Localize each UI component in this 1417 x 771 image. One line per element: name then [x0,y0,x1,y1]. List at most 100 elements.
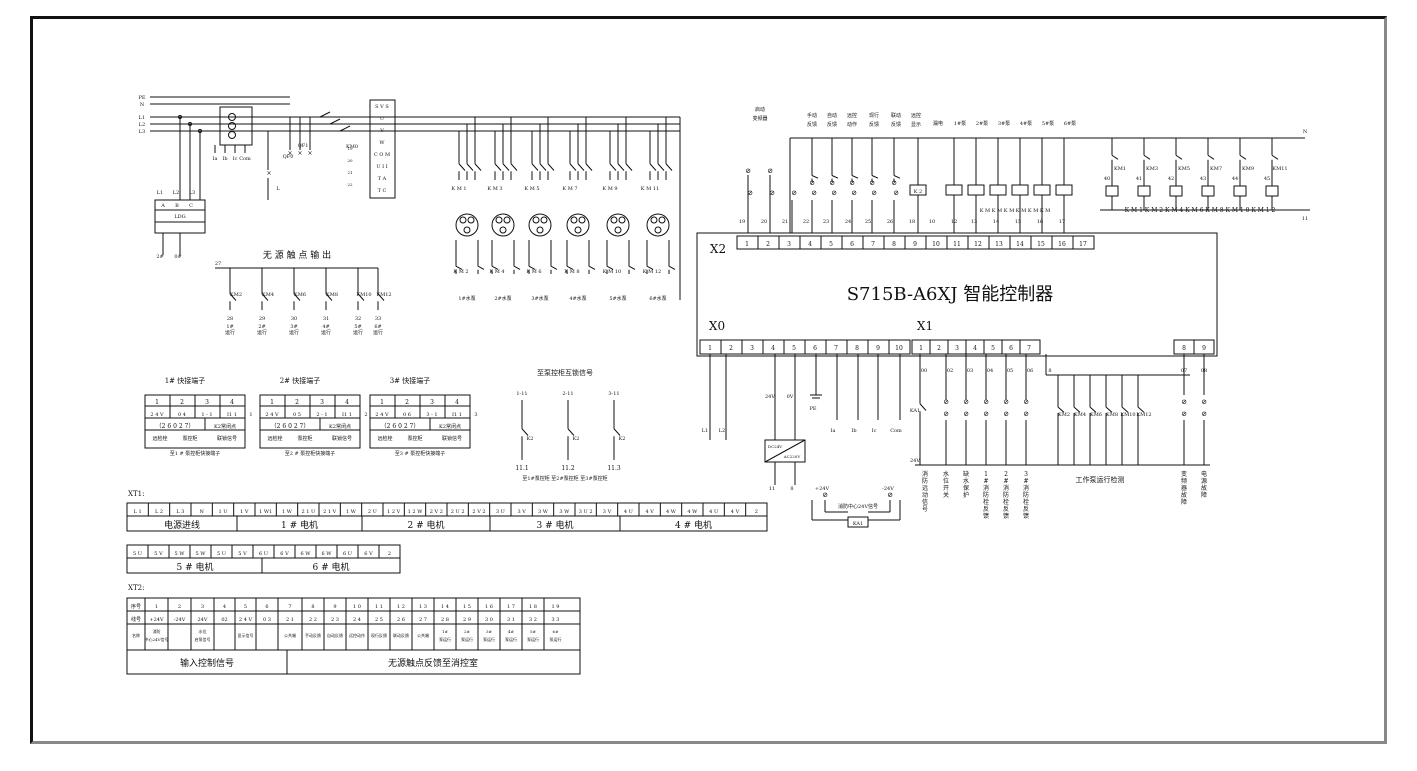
co-wire-0: 28 [227,316,233,322]
x0-11: 11 [769,486,775,492]
x1-vlabel-3: 馈 [983,512,989,520]
x1-vlabel-6: 频 [1181,477,1187,485]
top-label-b2: 反馈 [807,121,817,128]
ldg-label: LDG [174,214,185,220]
top-wire-11: 13 [971,219,977,225]
label: ⊘ [745,167,751,175]
top-wire-13: 15 [1015,219,1021,225]
xt1-cell-14: 2 V 2 [430,509,443,515]
xt2-r1-17: 3 1 [507,617,515,623]
quick-r-0-0: 2 4 V [150,412,164,418]
xt2-r1-1: +24V [149,617,164,623]
label: ⊘ [831,189,837,197]
co-km-4: KM10 [356,292,371,298]
svs-label-1: U [380,116,384,122]
co-km-0: KM2 [230,292,242,298]
xt2-r1-13: 2 7 [419,617,427,623]
rail-label-3: L2 [139,122,146,128]
xt2-r1-6: 0 3 [263,617,271,623]
xt2-group-0: 输入控制信号 [180,657,234,669]
x1-term-5: 6 [1009,345,1013,352]
x0-8: 8 [790,486,793,492]
label: 22 [347,182,353,187]
co-km-1: KM4 [262,292,274,298]
label: ⊘ [1201,398,1207,406]
xt2-r2-8: 手动反馈 [305,632,321,638]
contact-out-title: 无 源 触 点 输 出 [263,249,331,261]
xt1-cell2-11: 6 V [364,551,373,557]
xt2-r1-14: 2 8 [441,617,449,623]
km-top-num-1: 41 [1136,176,1142,182]
x1-vlabel-0: 动 [922,492,928,499]
x0-term-1: 2 [729,345,733,352]
top-wire-1: 20 [761,219,767,225]
ka1-label: KA1 [853,521,863,527]
km-coil-2 [1169,185,1183,197]
quick-f2-1: 泵控柜 [297,435,312,442]
co-km-3: KM8 [326,292,338,298]
xt1-cell-17: 3 U [496,509,505,515]
x1-vlabel-5: # [1023,478,1028,485]
quick-title-2: 3# 快接端子 [390,376,431,385]
top-label-b: 手动 [807,112,817,119]
top-wire-9: 10 [929,219,935,225]
x0-sig-3: Com [890,428,902,434]
x1-24v: 24V [910,458,920,464]
port-x2: X2 [710,242,726,256]
km-top-num-2: 42 [1168,176,1174,182]
quick-r-2-3: I1 1 [452,412,462,418]
xt1-cell2-3: 5 W [196,551,207,557]
x1-vlabel-7: 障 [1201,491,1207,499]
pump-label-4: 5#水泵 [609,295,626,302]
xt2-r1-19: 3 3 [552,617,560,623]
label: ⊘ [983,398,989,406]
x1-vlabel-1: 开 [943,485,949,492]
top-wire-15: 17 [1059,219,1065,225]
x1-km-4: KM10 [1120,412,1135,418]
svs-label-4: C O M [374,152,390,158]
km-coil-1 [1137,185,1151,197]
top-wire-2: 21 [782,219,788,225]
x2-term-13: 14 [1016,241,1024,248]
xt1-cell-6: 1 W1 [259,509,272,515]
km-top-0: KM1 [1114,166,1126,172]
fb-k-0: K2 [527,436,534,442]
x1-vlabel-0: 信 [922,498,928,506]
xt2-r0-2: 2 [178,604,181,610]
x2-term-11: 12 [974,241,982,248]
x1-vlabel-4: 馈 [1003,512,1009,520]
xt2-r1-5: 2 4 V [239,617,253,623]
top-wire-6: 25 [865,219,871,225]
xt2-r2-1: 消防 [153,628,161,634]
ka1-coil [847,516,869,528]
quick-title-0: 1# 快接端子 [165,376,206,385]
x1-vlabel-3: 消 [983,484,989,492]
xt1-cell-29: 2 [755,509,758,515]
xt1-cell-15: 2 U 2 [451,509,465,515]
x1-vlabel-0: 防 [922,477,928,485]
quick-r-2-0: 2 4 V [375,412,389,418]
quick-h-1-2: 3 [320,399,324,406]
center-signal: 消防中心24V信号 [838,503,878,510]
xt1-cell-7: 1 W [282,509,293,515]
label: ⊘ [1181,410,1187,418]
xt2-table [126,597,581,675]
quick-h-1-1: 2 [295,399,299,406]
label: ⊘ [1003,398,1009,406]
xt2-r1-7: 2 1 [286,617,294,623]
xt2-r2-13: 公共端 [417,632,429,638]
label: L1 [157,190,164,196]
xt2-r0-1: 1 [155,604,158,610]
coil-3 [989,184,1007,196]
label: ⊘ [943,398,949,406]
x1-vlabel-6: 器 [1181,485,1187,492]
xt1-cell-0: L 1 [134,509,142,515]
top-wire-8: 18 [909,219,915,225]
coil-2 [967,184,985,196]
fb-bot-1: 11.2 [561,465,575,472]
xt1-cell2-10: 6 U [343,551,352,557]
label: ⊘ [851,189,857,197]
x1-strip [911,339,1041,355]
x1-num-2: 03 [967,368,973,374]
x2-term-6: 7 [871,241,875,248]
